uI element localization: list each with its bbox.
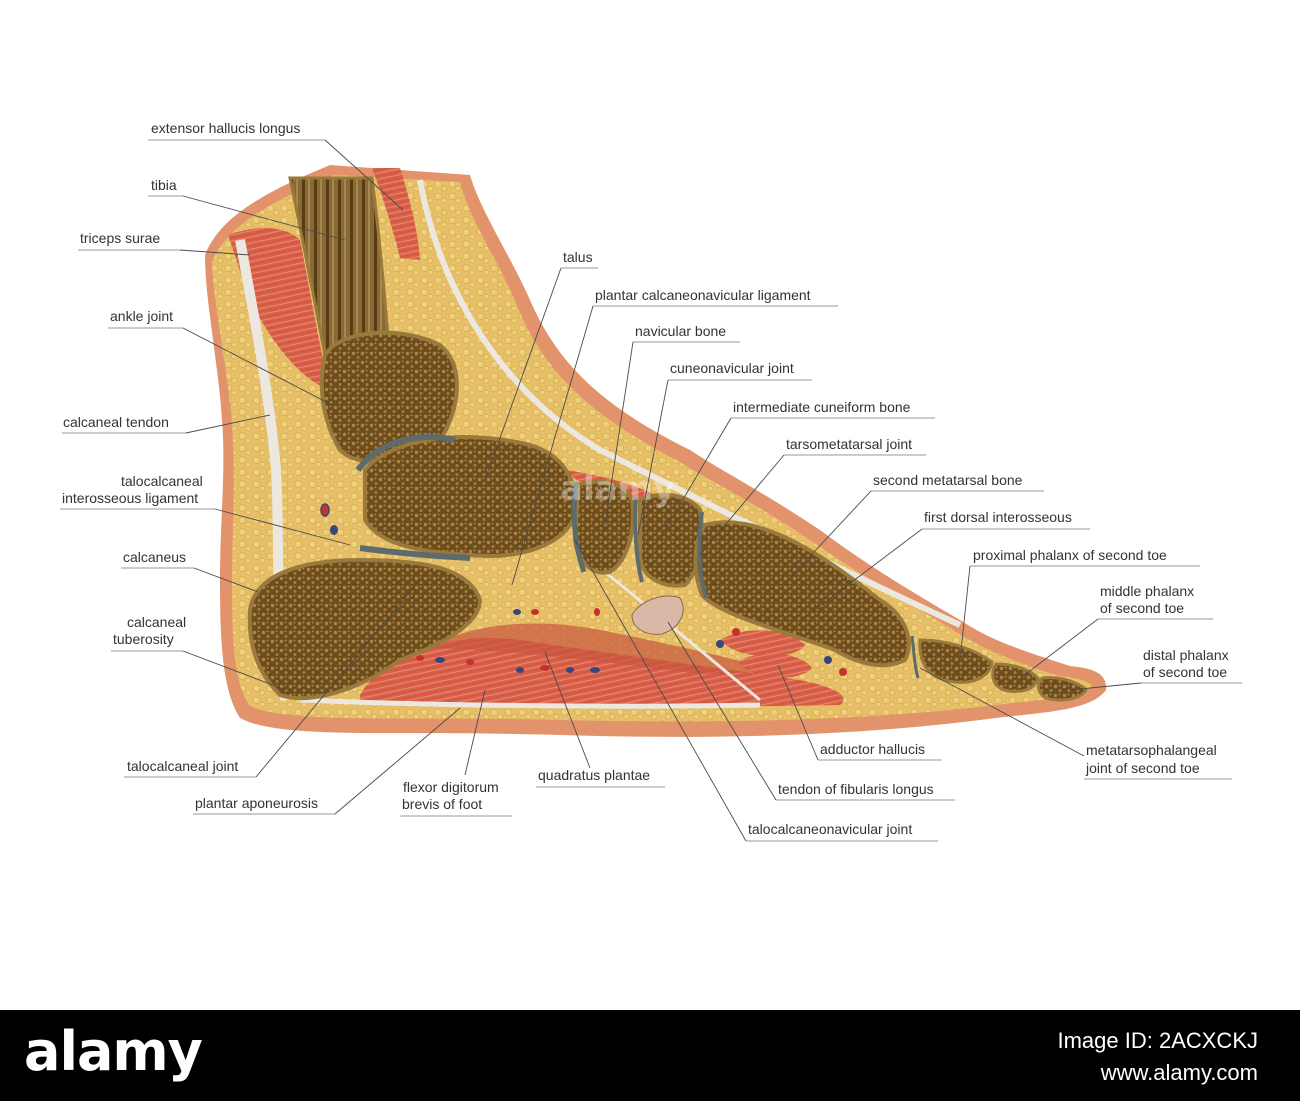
label-ankle-joint: ankle joint: [108, 308, 333, 406]
sesamoid-and-vessels: [320, 503, 847, 676]
label-adductor-hallucis: adductor hallucis: [777, 664, 942, 761]
label-first-dorsal-interosseous: first dorsal interosseous: [811, 509, 1090, 613]
svg-text:tibia: tibia: [151, 177, 177, 193]
svg-text:ankle joint: ankle joint: [110, 308, 173, 324]
svg-text:interosseous ligament: interosseous ligament: [62, 490, 198, 506]
svg-text:cuneonavicular joint: cuneonavicular joint: [670, 360, 794, 376]
svg-text:metatarsophalangeal: metatarsophalangeal: [1086, 742, 1217, 758]
svg-text:navicular bone: navicular bone: [635, 323, 726, 339]
svg-text:adductor hallucis: adductor hallucis: [820, 741, 925, 757]
illustration-canvas: alamy extensor hallucis longus tibia tri…: [60, 120, 1242, 842]
label-plantar-aponeurosis: plantar aponeurosis: [193, 707, 461, 815]
svg-text:second metatarsal bone: second metatarsal bone: [873, 472, 1023, 488]
svg-text:quadratus plantae: quadratus plantae: [538, 767, 650, 783]
svg-text:talocalcaneonavicular joint: talocalcaneonavicular joint: [748, 821, 912, 837]
foot-sagittal-section-diagram: alamy extensor hallucis longus tibia tri…: [60, 120, 1242, 842]
joint-cartilage: [355, 434, 920, 679]
svg-text:tendon of fibularis longus: tendon of fibularis longus: [778, 781, 934, 797]
svg-text:extensor hallucis longus: extensor hallucis longus: [151, 120, 300, 136]
label-talocalcaneonavicular-joint: talocalcaneonavicular joint: [574, 539, 938, 842]
label-flexor-digitorum-brevis: flexor digitorum brevis of foot: [400, 689, 512, 817]
svg-text:tarsometatarsal joint: tarsometatarsal joint: [786, 436, 912, 452]
image-id-text: Image ID: 2ACXCKJ: [1057, 1028, 1258, 1053]
footer-bar: alamy Image ID: 2ACXCKJ www.alamy.com: [0, 1010, 1300, 1101]
label-quadratus-plantae: quadratus plantae: [536, 651, 665, 788]
svg-text:middle phalanx: middle phalanx: [1100, 583, 1194, 599]
watermark: alamy: [560, 469, 675, 509]
label-metatarsophalangeal-joint: metatarsophalangeal joint of second toe: [919, 667, 1232, 780]
svg-text:distal phalanx: distal phalanx: [1143, 647, 1229, 663]
svg-text:of second toe: of second toe: [1143, 664, 1227, 680]
svg-text:talocalcaneal: talocalcaneal: [121, 473, 203, 489]
label-calcaneus: calcaneus: [121, 549, 259, 593]
label-calcaneal-tuberosity: calcaneal tuberosity: [111, 614, 287, 691]
site-url-link[interactable]: www.alamy.com: [1100, 1060, 1258, 1085]
label-second-metatarsal-bone: second metatarsal bone: [785, 472, 1044, 583]
label-extensor-hallucis-longus: extensor hallucis longus: [148, 120, 404, 211]
label-triceps-surae: triceps surae: [78, 230, 251, 256]
svg-text:talocalcaneal joint: talocalcaneal joint: [127, 758, 238, 774]
label-tarsometatarsal-joint: tarsometatarsal joint: [699, 436, 926, 556]
label-talocalcaneal-joint: talocalcaneal joint: [124, 579, 421, 778]
label-intermediate-cuneiform-bone: intermediate cuneiform bone: [661, 399, 935, 536]
label-cuneonavicular-joint: cuneonavicular joint: [637, 360, 812, 536]
plantar-muscle-group: [360, 623, 844, 707]
label-navicular-bone: navicular bone: [604, 323, 740, 526]
label-proximal-phalanx: proximal phalanx of second toe: [959, 547, 1200, 661]
svg-text:flexor digitorum: flexor digitorum: [403, 779, 499, 795]
svg-text:plantar calcaneonavicular liga: plantar calcaneonavicular ligament: [595, 287, 811, 303]
brand-logo[interactable]: alamy: [24, 1020, 203, 1083]
svg-text:plantar aponeurosis: plantar aponeurosis: [195, 795, 318, 811]
svg-text:of second toe: of second toe: [1100, 600, 1184, 616]
label-calcaneal-tendon: calcaneal tendon: [62, 414, 271, 434]
svg-text:triceps surae: triceps surae: [80, 230, 160, 246]
label-tendon-of-fibularis-longus: tendon of fibularis longus: [667, 621, 955, 801]
label-tibia: tibia: [148, 177, 346, 241]
svg-text:talus: talus: [563, 249, 593, 265]
label-plantar-calcaneonavicular-ligament: plantar calcaneonavicular ligament: [511, 287, 838, 586]
svg-text:tuberosity: tuberosity: [113, 631, 174, 647]
svg-text:proximal phalanx of second toe: proximal phalanx of second toe: [973, 547, 1167, 563]
svg-text:intermediate cuneiform bone: intermediate cuneiform bone: [733, 399, 911, 415]
label-talocalcaneal-interosseous-ligament: talocalcaneal interosseous ligament: [60, 473, 351, 546]
label-talus: talus: [484, 249, 598, 481]
svg-text:calcaneus: calcaneus: [123, 549, 186, 565]
svg-text:first dorsal interosseous: first dorsal interosseous: [924, 509, 1072, 525]
svg-text:joint of second toe: joint of second toe: [1085, 760, 1200, 776]
svg-text:brevis of foot: brevis of foot: [402, 796, 482, 812]
svg-text:calcaneal: calcaneal: [127, 614, 186, 630]
svg-text:calcaneal tendon: calcaneal tendon: [63, 414, 169, 430]
label-middle-phalanx: middle phalanx of second toe: [1017, 583, 1213, 681]
label-distal-phalanx: distal phalanx of second toe: [1069, 647, 1242, 691]
